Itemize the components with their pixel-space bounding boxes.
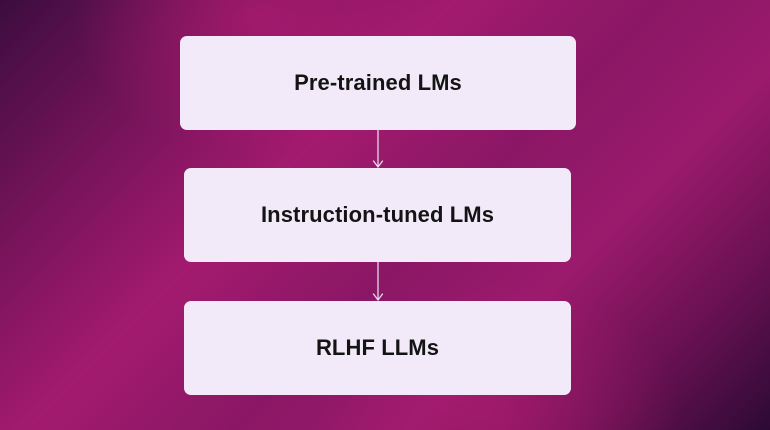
node-rlhf-llms: RLHF LLMs [184, 301, 571, 395]
node-label: Pre-trained LMs [294, 70, 462, 95]
arrow-1-to-2 [372, 129, 384, 168]
node-pretrained-lms: Pre-trained LMs [180, 36, 576, 130]
node-label: Instruction-tuned LMs [260, 202, 495, 227]
arrow-2-to-3 [372, 261, 384, 301]
node-instruction-tuned-lms: Instruction-tuned LMs [184, 168, 571, 262]
node-label: RLHF LLMs [315, 335, 440, 360]
